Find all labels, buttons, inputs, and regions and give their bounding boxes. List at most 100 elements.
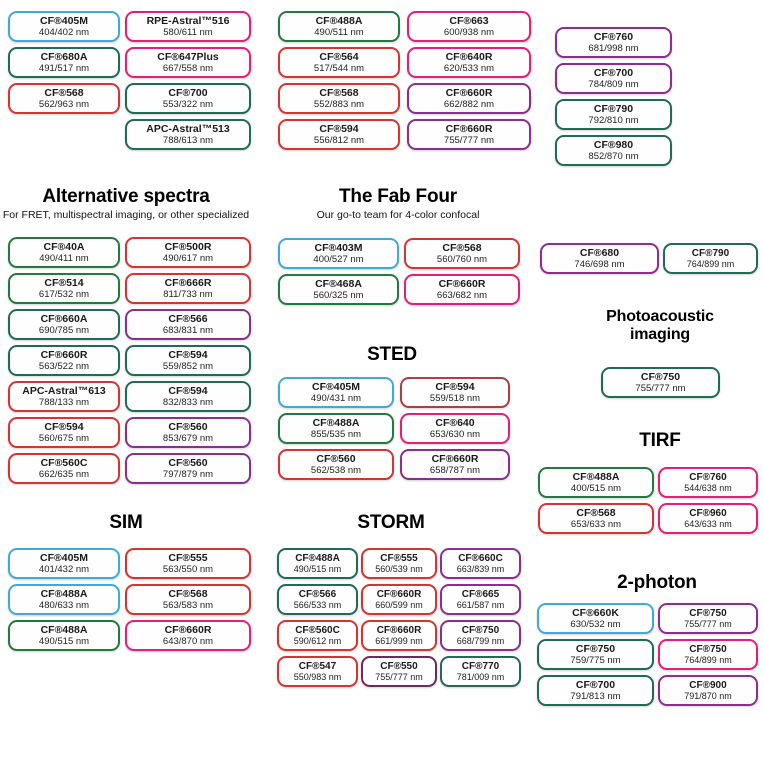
- dye-wavelengths: 755/777 nm: [375, 671, 423, 682]
- dye-wavelengths: 563/522 nm: [38, 360, 90, 372]
- dye-wavelengths: 559/518 nm: [429, 392, 481, 404]
- dye-name: CF®700: [593, 66, 634, 79]
- dye-wavelengths: 550/983 nm: [293, 671, 342, 682]
- dye-name: CF®750: [461, 624, 500, 636]
- dye-wavelengths: 490/431 nm: [310, 392, 362, 404]
- dye-wavelengths: 855/535 nm: [310, 428, 362, 440]
- dye-name: CF®660R: [445, 86, 493, 99]
- dye-wavelengths: 404/402 nm: [38, 26, 90, 38]
- dye-name: CF®566: [168, 312, 208, 325]
- dye-name: CF®547: [298, 660, 337, 672]
- dye-wavelengths: 490/515 nm: [38, 635, 90, 647]
- section-title-two-photon: 2-photon: [617, 572, 697, 593]
- dye-name: CF®488A: [40, 623, 88, 636]
- dye-name: CF®550: [380, 660, 418, 672]
- dye-name: CF®568: [168, 587, 208, 600]
- dye-wavelengths: 556/812 nm: [313, 134, 365, 146]
- dye-wavelengths: 560/760 nm: [436, 253, 488, 265]
- dye-name: CF®760: [689, 471, 727, 483]
- dye-wavelengths: 683/831 nm: [162, 324, 214, 336]
- dye-name: CF®750: [689, 607, 727, 619]
- dye-name: CF®564: [319, 50, 359, 63]
- dye-name: CF®790: [593, 102, 634, 115]
- dye-name: CF®405M: [312, 380, 360, 393]
- dye-wavelengths: 400/515 nm: [570, 482, 622, 494]
- dye-wavelengths: 791/870 nm: [684, 690, 732, 701]
- dye-name: CF®770: [461, 660, 500, 672]
- dye-wavelengths: 580/611 nm: [163, 26, 213, 38]
- dye-wavelengths: 490/515 nm: [293, 563, 342, 574]
- dye-name: CF®560: [168, 420, 208, 433]
- section-subtitle-alternative-spectra: For FRET, multispectral imaging, or othe…: [2, 209, 250, 221]
- dye-name: CF®488A: [572, 470, 620, 483]
- dye-name: CF®560C: [295, 624, 340, 636]
- dye-wavelengths: 661/999 nm: [375, 635, 423, 646]
- dye-wavelengths: 690/785 nm: [38, 324, 90, 336]
- dye-name: RPE-Astral™516: [146, 14, 230, 27]
- dye-name: CF®980: [593, 138, 634, 151]
- dye-wavelengths: 563/583 nm: [162, 599, 214, 611]
- dye-wavelengths: 759/775 nm: [570, 654, 621, 666]
- dye-name: CF®660R: [445, 122, 493, 135]
- dye-name: CF®594: [319, 122, 359, 135]
- dye-wavelengths: 832/833 nm: [162, 396, 214, 408]
- dye-wavelengths: 490/617 nm: [162, 252, 214, 264]
- dye-wavelengths: 590/612 nm: [293, 635, 342, 646]
- dye-name: CF®680A: [40, 50, 88, 63]
- dye-name: CF®760: [593, 30, 634, 43]
- dye-name: CF®488A: [40, 587, 88, 600]
- dye-wavelengths: 755/777 nm: [443, 134, 495, 146]
- dye-wavelengths: 401/432 nm: [38, 563, 90, 575]
- dye-wavelengths: 400/527 nm: [313, 253, 364, 265]
- dye-name: CF®660C: [458, 552, 503, 564]
- dye-name: CF®750: [640, 370, 681, 383]
- dye-name: CF®663: [449, 14, 489, 27]
- dye-name: CF®40A: [43, 240, 85, 253]
- dye-wavelengths: 755/777 nm: [635, 382, 686, 394]
- dye-wavelengths: 668/799 nm: [456, 635, 505, 646]
- dye-name: CF®405M: [40, 14, 88, 27]
- dye-wavelengths: 788/133 nm: [38, 396, 90, 408]
- dye-name: CF®594: [168, 348, 208, 361]
- dye-name: CF®640: [435, 416, 475, 429]
- dye-name: CF®900: [689, 679, 727, 691]
